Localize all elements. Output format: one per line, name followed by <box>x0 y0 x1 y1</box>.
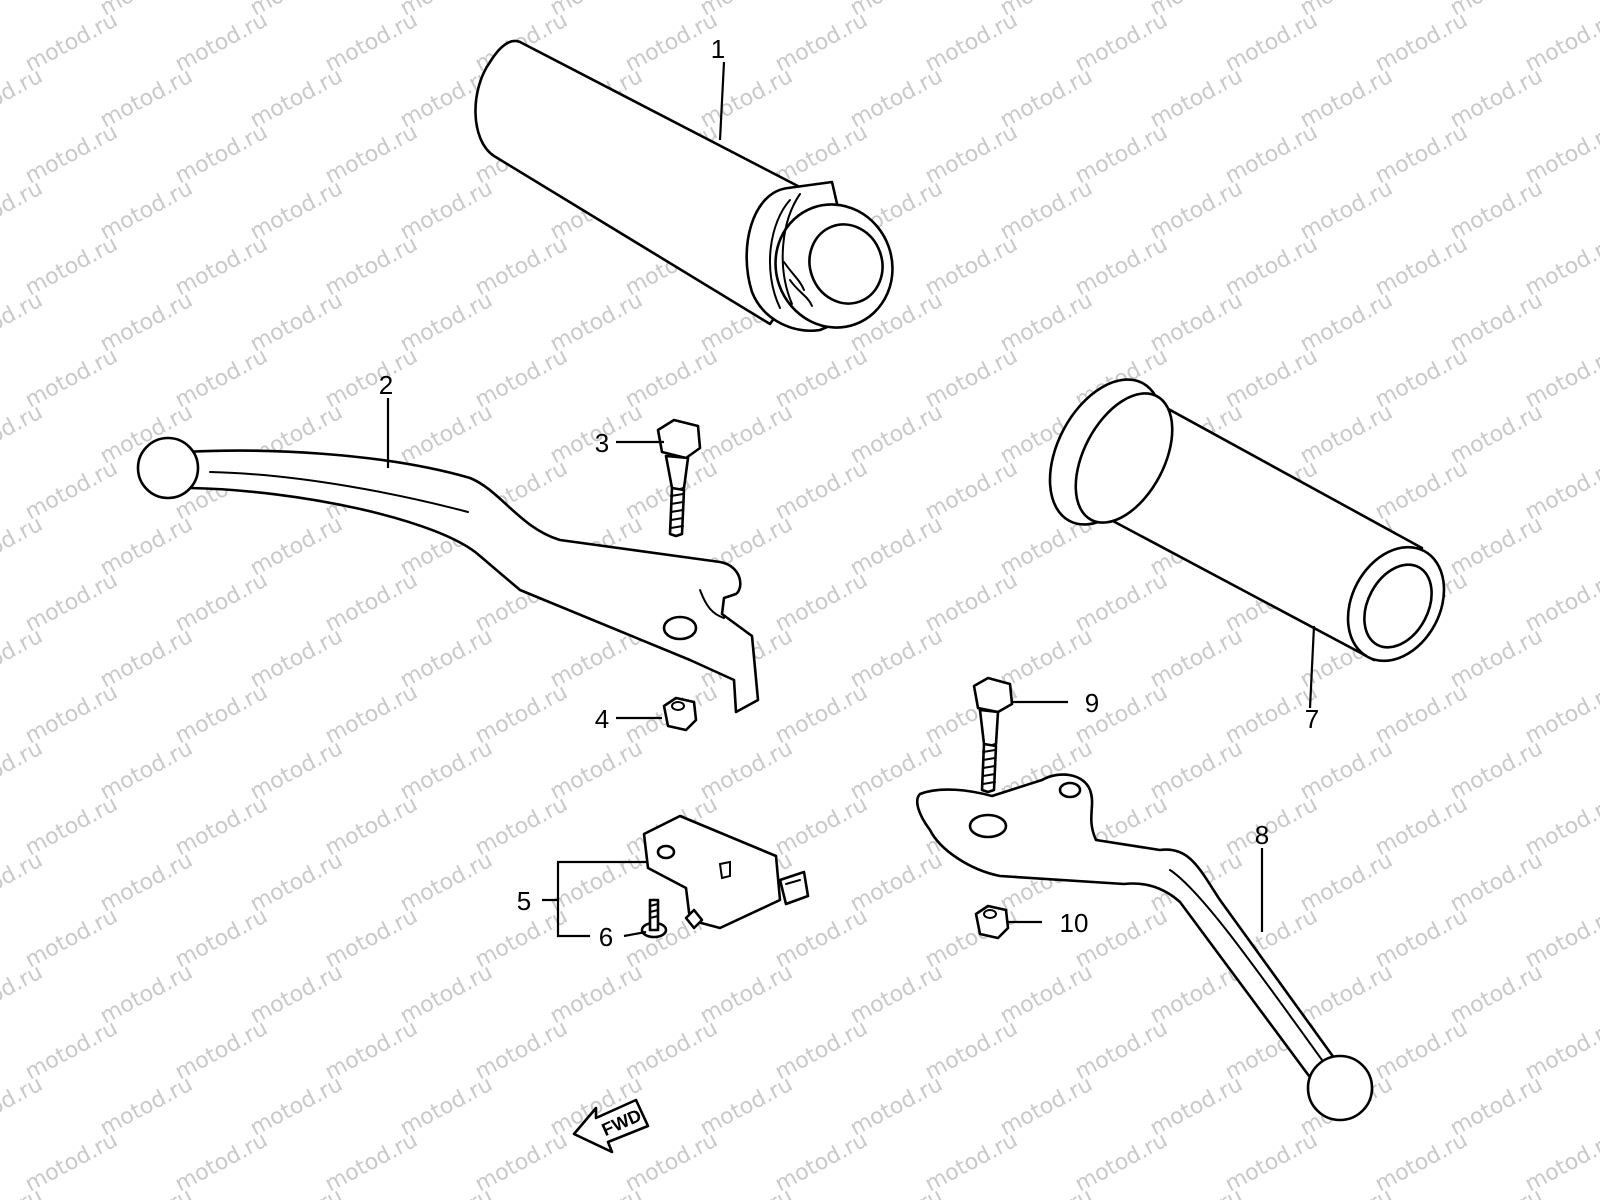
watermark-text: motod.ru <box>0 176 47 245</box>
callout-9: 9 <box>1085 688 1099 718</box>
brake-switch-icon <box>642 814 810 930</box>
brake-lever-icon <box>136 436 760 714</box>
bolt-3-icon <box>656 418 702 538</box>
watermark-text: motod.ru <box>1596 960 1600 1029</box>
watermark-text: motod.ru <box>0 848 47 917</box>
callout-2: 2 <box>379 370 393 400</box>
watermark-text: motod.ru <box>1596 176 1600 245</box>
watermark-text: motod.ru <box>1596 848 1600 917</box>
callout-5: 5 <box>517 886 531 916</box>
nut-4-icon <box>662 696 698 732</box>
watermark-text: motod.ru <box>0 960 47 1029</box>
watermark-text: motod.ru <box>1596 1072 1600 1141</box>
watermark-text: motod.ru <box>0 736 47 805</box>
watermark-text: motod.ru <box>1296 1184 1397 1200</box>
fwd-arrow-icon: FWD <box>572 1098 650 1154</box>
clutch-lever-icon <box>916 773 1374 1122</box>
watermark-text: motod.ru <box>246 1184 347 1200</box>
callout-7: 7 <box>1305 704 1319 734</box>
watermark-text: motod.ru <box>0 624 47 693</box>
callout-4: 4 <box>595 704 609 734</box>
watermark-text: motod.ru <box>1596 624 1600 693</box>
watermark-text: motod.ru <box>1596 64 1600 133</box>
watermark-text: motod.ru <box>0 1072 47 1141</box>
watermark-text: motod.ru <box>846 1184 947 1200</box>
callout-8: 8 <box>1255 820 1269 850</box>
watermark-text: motod.ru <box>0 400 47 469</box>
callout-10: 10 <box>1060 908 1089 938</box>
watermark-text: motod.ru <box>0 512 47 581</box>
callout-3: 3 <box>595 428 609 458</box>
watermark-text: motod.ru <box>1596 736 1600 805</box>
watermark-text: motod.ru <box>96 1184 197 1200</box>
left-grip-icon <box>1048 378 1446 663</box>
bolt-9-icon <box>972 676 1014 794</box>
nut-10-icon <box>974 904 1010 940</box>
watermark-text: motod.ru <box>1596 400 1600 469</box>
screw-6-icon <box>640 898 668 939</box>
watermark-text: motod.ru <box>996 1184 1097 1200</box>
leader-lines <box>386 61 1316 938</box>
watermark-text: motod.ru <box>0 0 47 21</box>
watermark-text: motod.ru <box>1596 1184 1600 1200</box>
watermark-text: motod.ru <box>396 1184 497 1200</box>
watermark-text: motod.ru <box>0 288 47 357</box>
callout-1: 1 <box>711 34 725 64</box>
watermark-text: motod.ru <box>1146 1184 1247 1200</box>
watermark-text: motod.ru <box>546 1184 647 1200</box>
watermark-text: motod.ru <box>696 1184 797 1200</box>
callout-6: 6 <box>599 922 613 952</box>
callout-labels: 1 2 3 4 5 6 7 8 9 10 <box>379 34 1319 952</box>
watermark-text: motod.ru <box>1596 512 1600 581</box>
watermark-text: motod.ru <box>1446 1184 1547 1200</box>
throttle-grip-icon <box>474 39 894 333</box>
watermark-text: motod.ru <box>0 64 47 133</box>
watermark-text: motod.ru <box>1596 288 1600 357</box>
